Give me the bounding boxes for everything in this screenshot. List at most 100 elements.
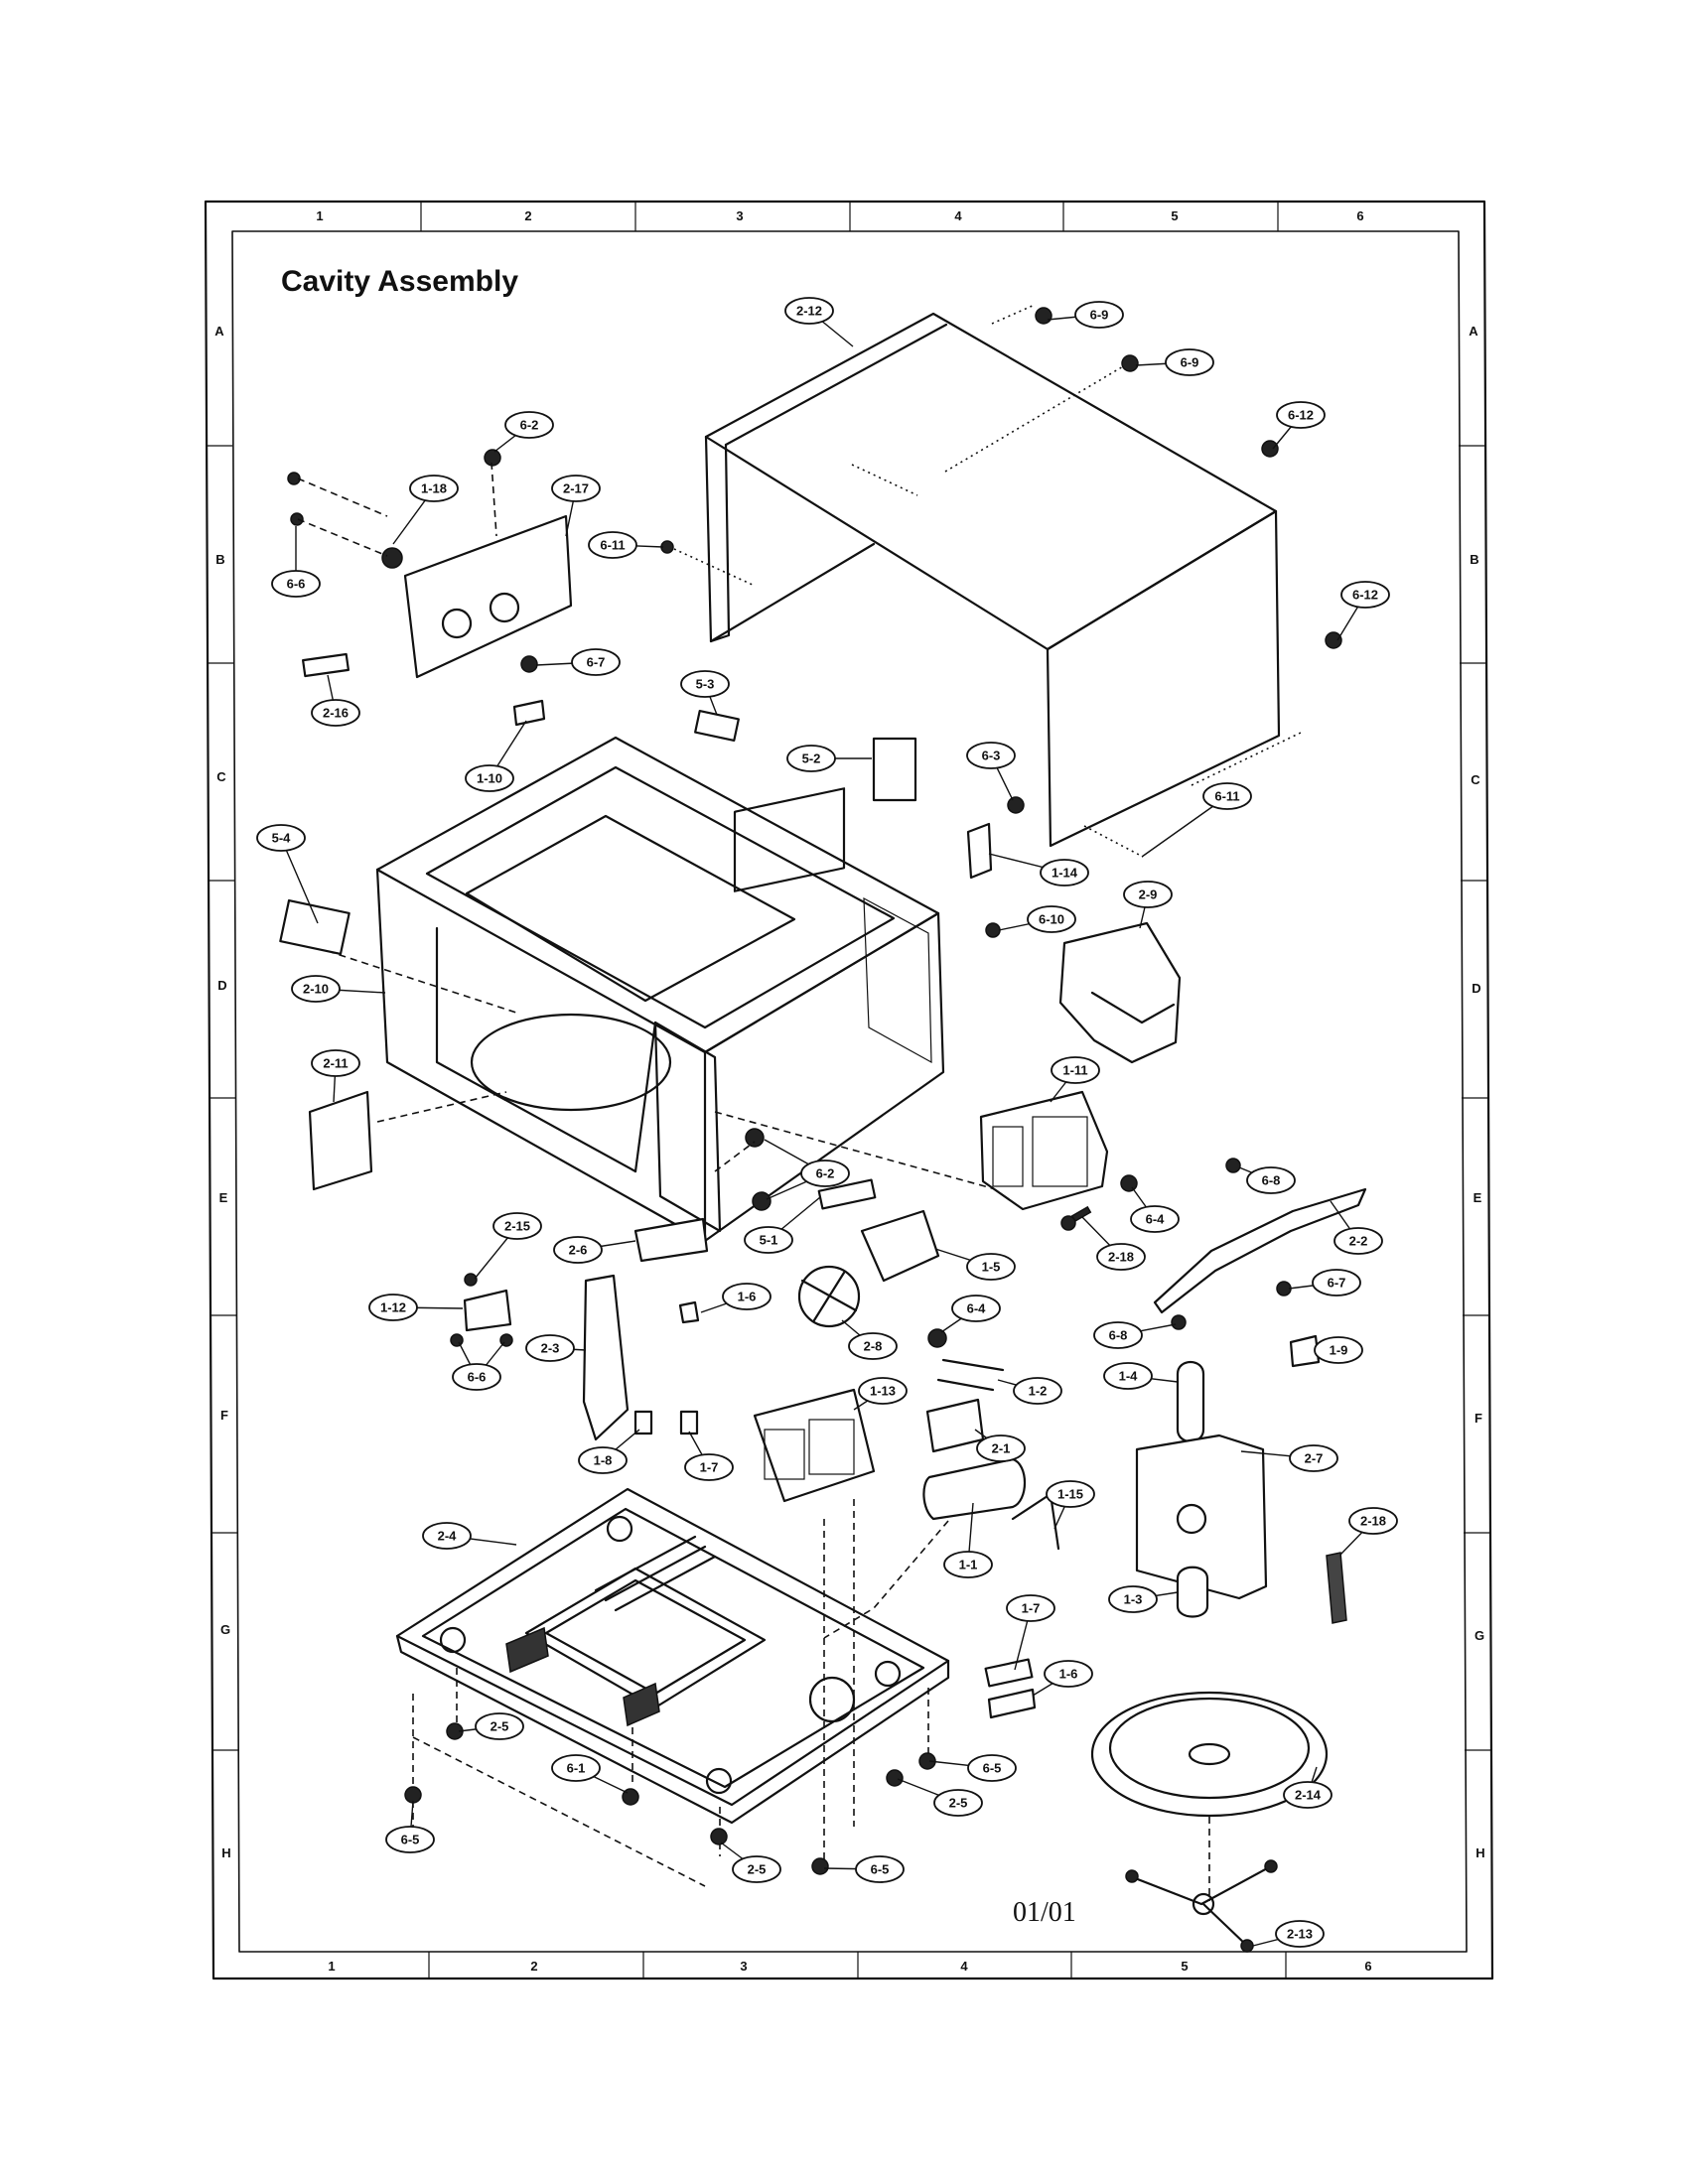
callout-c31: 2-6 <box>553 1236 603 1264</box>
callout-c30: 5-1 <box>744 1226 793 1254</box>
callout-c13: 2-16 <box>311 699 360 727</box>
callout-label: 6-5 <box>983 1761 1002 1776</box>
callout-label: 6-10 <box>1039 912 1064 927</box>
callout-bubble <box>744 1226 793 1254</box>
callout-label: 6-5 <box>401 1833 420 1847</box>
callout-c55: 1-7 <box>1006 1594 1055 1622</box>
callout-bubble <box>385 1826 435 1853</box>
callout-label: 1-6 <box>738 1290 757 1304</box>
callout-c63: 2-5 <box>732 1855 781 1883</box>
callout-bubble <box>966 742 1016 769</box>
callout-c64: 6-5 <box>855 1855 905 1883</box>
callout-bubble <box>1051 1056 1100 1084</box>
callout-label: 2-15 <box>504 1219 530 1234</box>
callout-c35: 1-12 <box>368 1294 418 1321</box>
callout-label: 1-10 <box>477 771 502 786</box>
callout-label: 2-12 <box>796 304 822 319</box>
callout-bubble <box>578 1446 628 1474</box>
callout-c2: 6-9 <box>1074 301 1124 329</box>
callout-bubble <box>311 1049 360 1077</box>
callout-bubble <box>1074 301 1124 329</box>
grid-labels: 1 2 3 4 5 6 1 2 3 4 5 6 A B C D E F G H … <box>214 208 1484 1974</box>
callout-bubble <box>452 1363 501 1391</box>
callout-label: 1-12 <box>380 1300 406 1315</box>
callout-c32: 2-18 <box>1096 1243 1146 1271</box>
callout-label: 6-9 <box>1181 355 1199 370</box>
callout-label: 1-15 <box>1057 1487 1083 1502</box>
callout-c59: 6-5 <box>967 1754 1017 1782</box>
callout-c27: 6-4 <box>1130 1205 1180 1233</box>
callout-bubble <box>525 1334 575 1362</box>
callout-label: 2-6 <box>569 1243 588 1258</box>
callout-bubble <box>684 1453 734 1481</box>
callout-label: 1-11 <box>1062 1063 1087 1078</box>
callout-label: 1-7 <box>1022 1601 1041 1616</box>
callout-bubble <box>1340 581 1390 609</box>
callout-label: 2-5 <box>748 1862 767 1877</box>
callout-c33: 1-5 <box>966 1253 1016 1281</box>
callout-label: 6-1 <box>567 1761 586 1776</box>
col-label-top: 2 <box>524 208 531 223</box>
page-number: 01/01 <box>1013 1897 1076 1928</box>
row-label-right: F <box>1474 1411 1482 1426</box>
callout-c6: 1-18 <box>409 475 459 502</box>
callout-leaders <box>280 310 1374 1947</box>
callout-bubble <box>553 1236 603 1264</box>
callout-c9: 6-6 <box>271 570 321 598</box>
callout-bubble <box>976 1434 1026 1462</box>
callout-label: 1-18 <box>421 481 447 496</box>
callout-bubble <box>271 570 321 598</box>
col-label-top: 1 <box>316 208 323 223</box>
callout-bubble <box>1246 1166 1296 1194</box>
callout-label: 6-12 <box>1352 588 1378 603</box>
callout-c65: 2-13 <box>1275 1920 1325 1948</box>
callout-c43: 1-4 <box>1103 1362 1153 1390</box>
callout-c60: 2-5 <box>933 1789 983 1817</box>
callout-bubble <box>680 670 730 698</box>
callout-label: 2-11 <box>323 1056 348 1071</box>
col-label-top: 6 <box>1356 208 1363 223</box>
callout-c38: 2-3 <box>525 1334 575 1362</box>
callout-c54: 1-3 <box>1108 1585 1158 1613</box>
callout-c3: 6-9 <box>1165 348 1214 376</box>
callout-c12: 5-3 <box>680 670 730 698</box>
callout-c17: 6-11 <box>1202 782 1252 810</box>
callout-c26: 6-8 <box>1246 1166 1296 1194</box>
callout-bubble <box>1130 1205 1180 1233</box>
callout-c47: 2-7 <box>1289 1444 1338 1472</box>
col-label-bottom: 5 <box>1181 1959 1188 1974</box>
callout-bubble <box>1312 1269 1361 1297</box>
callout-c25: 6-2 <box>800 1160 850 1187</box>
callout-c20: 2-9 <box>1123 881 1173 908</box>
callout-label: 1-4 <box>1119 1369 1139 1384</box>
callout-label: 1-2 <box>1029 1384 1048 1399</box>
col-label-bottom: 6 <box>1364 1959 1371 1974</box>
callout-label: 6-2 <box>520 418 539 433</box>
callout-c28: 2-2 <box>1333 1227 1383 1255</box>
callout-bubble <box>966 1253 1016 1281</box>
callout-bubble <box>1276 401 1326 429</box>
callout-label: 6-8 <box>1109 1328 1128 1343</box>
drawing-frame <box>204 200 1494 1980</box>
callout-label: 6-7 <box>1328 1276 1346 1291</box>
callout-bubble <box>422 1522 472 1550</box>
callout-bubble <box>1096 1243 1146 1271</box>
callout-label: 6-4 <box>1146 1212 1166 1227</box>
callout-bubble <box>784 297 834 325</box>
callout-label: 2-18 <box>1108 1250 1134 1265</box>
row-label-left: B <box>215 552 224 567</box>
callout-bubble <box>943 1551 993 1578</box>
callout-label: 2-1 <box>992 1441 1011 1456</box>
callout-c34: 6-7 <box>1312 1269 1361 1297</box>
upper-right-parts-drawing <box>660 307 1342 1064</box>
diagram-title: Cavity Assembly <box>281 265 518 298</box>
callout-c23: 1-11 <box>1051 1056 1100 1084</box>
callout-bubble <box>475 1712 524 1740</box>
callout-label: 6-7 <box>587 655 606 670</box>
callout-label: 1-7 <box>700 1460 719 1475</box>
callout-c24: 2-11 <box>311 1049 360 1077</box>
callout-bubble <box>1103 1362 1153 1390</box>
callout-c39: 2-8 <box>848 1332 898 1360</box>
callout-c40: 6-6 <box>452 1363 501 1391</box>
lower-middle-parts-drawing <box>753 1388 1347 1866</box>
